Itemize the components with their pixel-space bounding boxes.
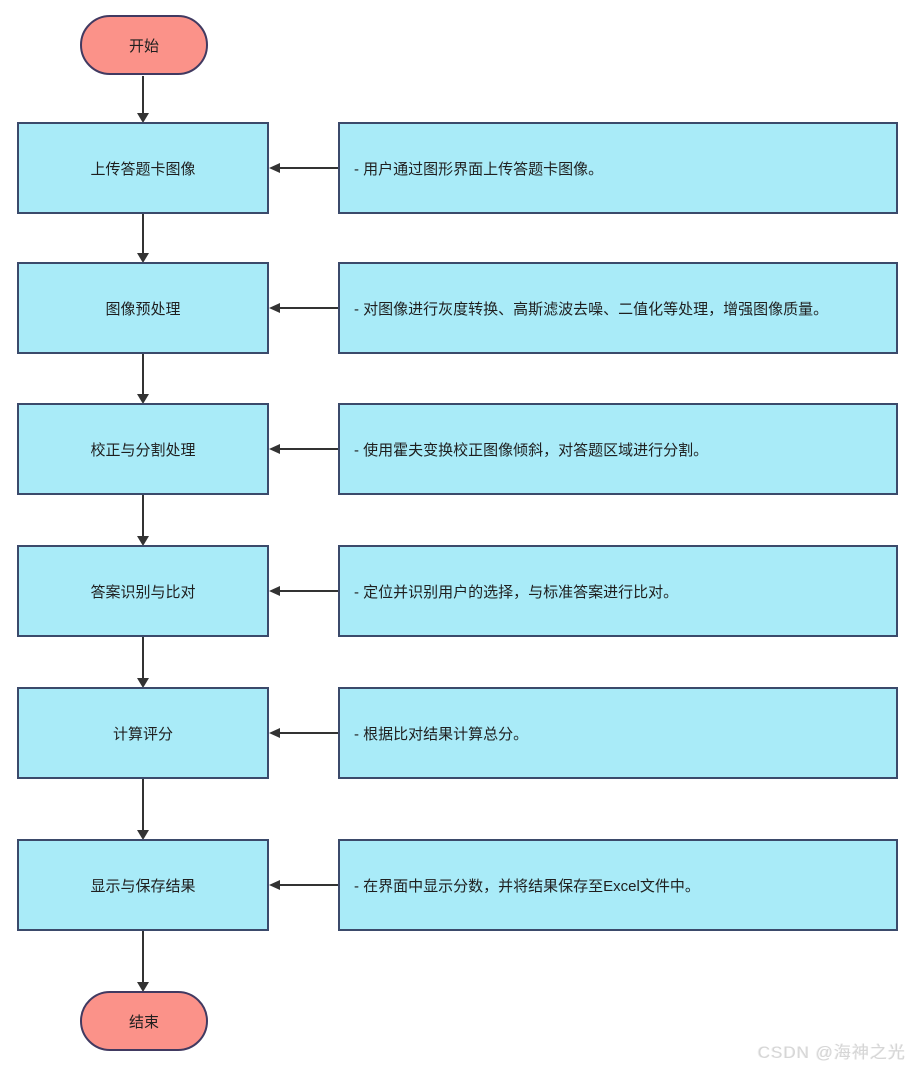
note-text: - 定位并识别用户的选择，与标准答案进行比对。 [354, 583, 679, 601]
process-label: 校正与分割处理 [90, 441, 196, 459]
arrowhead-down-icon [137, 394, 149, 404]
flow-line [142, 354, 144, 394]
arrowhead-left-icon [269, 163, 280, 173]
note-box-upload: - 用户通过图形界面上传答题卡图像。 [338, 122, 898, 214]
flow-line [142, 495, 144, 536]
flow-line [142, 779, 144, 830]
note-box-display-save: - 在界面中显示分数，并将结果保存至Excel文件中。 [338, 839, 898, 931]
note-box-preprocess: - 对图像进行灰度转换、高斯滤波去噪、二值化等处理，增强图像质量。 [338, 262, 898, 354]
process-box-correct-segment: 校正与分割处理 [17, 403, 269, 495]
flow-line [280, 732, 338, 734]
process-box-recognize-compare: 答案识别与比对 [17, 545, 269, 637]
arrowhead-left-icon [269, 880, 280, 890]
process-label: 上传答题卡图像 [90, 160, 196, 178]
start-node-label: 开始 [128, 37, 159, 55]
note-text: - 使用霍夫变换校正图像倾斜，对答题区域进行分割。 [354, 441, 709, 459]
note-box-score: - 根据比对结果计算总分。 [338, 687, 898, 779]
flow-line [280, 884, 338, 886]
arrowhead-down-icon [137, 253, 149, 263]
process-label: 答案识别与比对 [90, 583, 196, 601]
watermark: CSDN @海神之光 [757, 1043, 906, 1062]
process-label: 图像预处理 [105, 300, 181, 318]
process-box-preprocess: 图像预处理 [17, 262, 269, 354]
start-node: 开始 [80, 15, 208, 75]
arrowhead-down-icon [137, 830, 149, 840]
arrowhead-left-icon [269, 303, 280, 313]
process-label: 显示与保存结果 [90, 877, 196, 895]
arrowhead-down-icon [137, 678, 149, 688]
flow-line [142, 637, 144, 678]
note-box-correct-segment: - 使用霍夫变换校正图像倾斜，对答题区域进行分割。 [338, 403, 898, 495]
flow-line [280, 590, 338, 592]
process-box-upload: 上传答题卡图像 [17, 122, 269, 214]
process-box-score: 计算评分 [17, 687, 269, 779]
process-box-display-save: 显示与保存结果 [17, 839, 269, 931]
arrowhead-down-icon [137, 113, 149, 123]
flow-line [280, 167, 338, 169]
arrowhead-down-icon [137, 536, 149, 546]
arrowhead-left-icon [269, 586, 280, 596]
flow-line [142, 931, 144, 982]
arrowhead-down-icon [137, 982, 149, 992]
end-node: 结束 [80, 991, 208, 1051]
arrowhead-left-icon [269, 728, 280, 738]
flow-line [280, 307, 338, 309]
flow-line [280, 448, 338, 450]
process-label: 计算评分 [112, 725, 173, 743]
end-node-label: 结束 [128, 1013, 159, 1031]
note-text: - 对图像进行灰度转换、高斯滤波去噪、二值化等处理，增强图像质量。 [354, 300, 829, 318]
arrowhead-left-icon [269, 444, 280, 454]
flow-line [142, 214, 144, 253]
flow-line [142, 76, 144, 113]
note-box-recognize-compare: - 定位并识别用户的选择，与标准答案进行比对。 [338, 545, 898, 637]
note-text: - 在界面中显示分数，并将结果保存至Excel文件中。 [354, 877, 700, 895]
note-text: - 用户通过图形界面上传答题卡图像。 [354, 160, 604, 178]
note-text: - 根据比对结果计算总分。 [354, 725, 529, 743]
